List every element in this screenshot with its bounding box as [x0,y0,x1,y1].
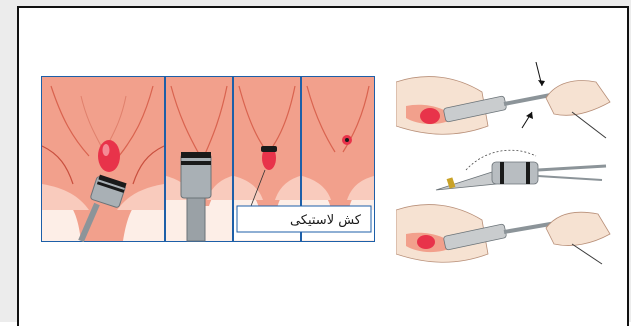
rubber-band-label: کش لاستیکی [290,213,362,228]
banding-steps-illustration: کش لاستیکی [41,76,375,242]
step-1-panel [42,77,164,241]
insertion-scene-bottom [396,205,610,264]
ligator-device-middle [436,150,606,190]
instrument-usage-illustration [396,62,614,268]
hemorrhoid-1 [98,140,120,172]
insertion-scene-top [396,62,610,138]
step-2-panel [166,77,232,241]
